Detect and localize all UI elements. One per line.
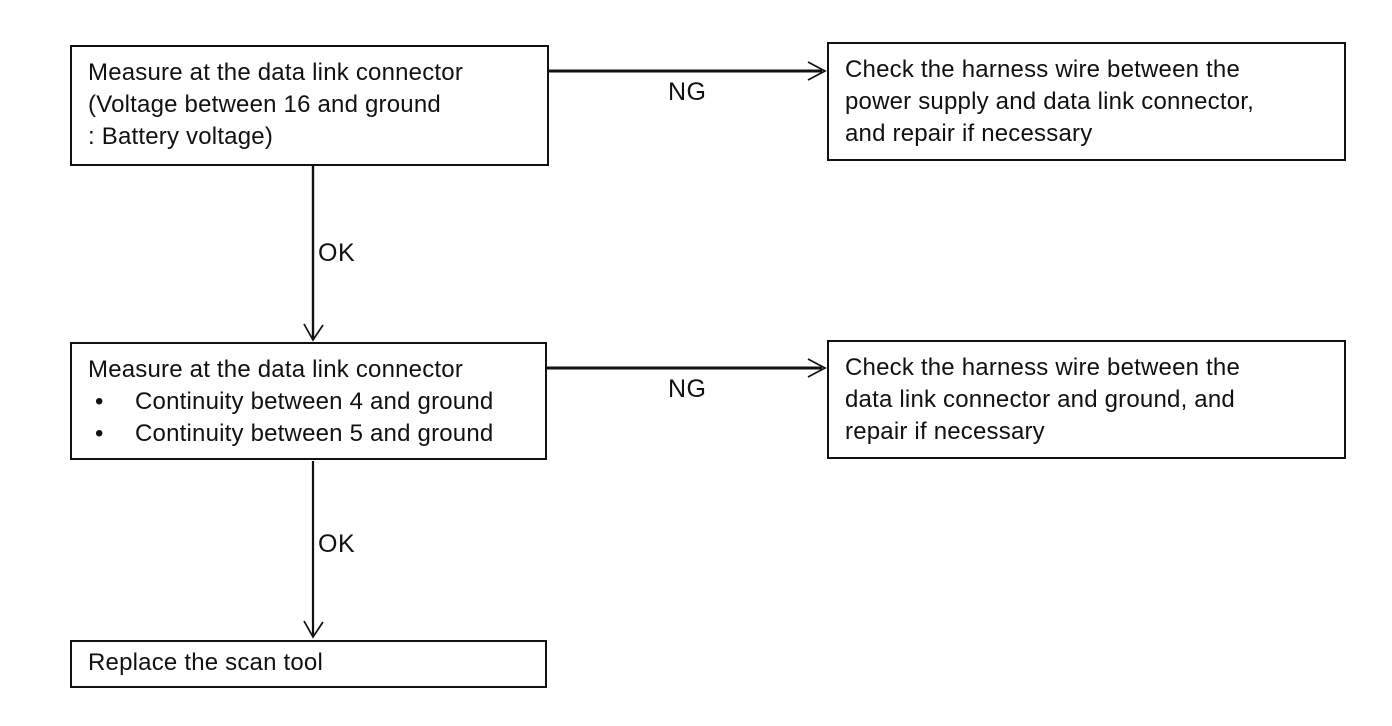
node-text-line: Measure at the data link connector [88, 59, 464, 86]
arrow-head-ng-top [807, 61, 827, 81]
node-check-ground-harness: Check the harness wire between the data … [827, 340, 1346, 459]
node-text-line: Continuity between 4 and ground [135, 388, 494, 415]
node-text-line: Replace the scan tool [88, 649, 324, 676]
arrow-head-ok-top [303, 323, 324, 342]
edge-label-ng-middle: NG [668, 375, 707, 403]
node-text-line: data link connector and ground, and [845, 386, 1235, 413]
bullet-item: • Continuity between 4 and ground [88, 386, 533, 418]
node-measure-voltage: Measure at the data link connector (Volt… [70, 45, 549, 166]
arrow-head-ng-middle [807, 358, 827, 378]
node-text-line: Continuity between 5 and ground [135, 420, 494, 447]
node-text-line: power supply and data link connector, [845, 88, 1254, 115]
node-check-power-harness: Check the harness wire between the power… [827, 42, 1346, 161]
node-replace-scan-tool: Replace the scan tool [70, 640, 547, 688]
node-measure-continuity: Measure at the data link connector • Con… [70, 342, 547, 460]
edge-label-ok-top: OK [318, 239, 356, 267]
node-text-line: Check the harness wire between the [845, 56, 1241, 83]
arrow-head-ok-bottom [303, 620, 324, 639]
node-text-line: Measure at the data link connector [88, 356, 464, 383]
bullet-icon: • [95, 420, 104, 447]
node-text-line: Check the harness wire between the [845, 354, 1241, 381]
node-text-line: and repair if necessary [845, 120, 1093, 147]
bullet-item: • Continuity between 5 and ground [88, 418, 533, 450]
bullet-icon: • [95, 388, 104, 415]
node-text-line: : Battery voltage) [88, 123, 274, 150]
edge-label-ng-top: NG [668, 78, 707, 106]
node-text-line: (Voltage between 16 and ground [88, 91, 441, 118]
edge-label-ok-bottom: OK [318, 530, 356, 558]
node-text-line: repair if necessary [845, 418, 1045, 445]
